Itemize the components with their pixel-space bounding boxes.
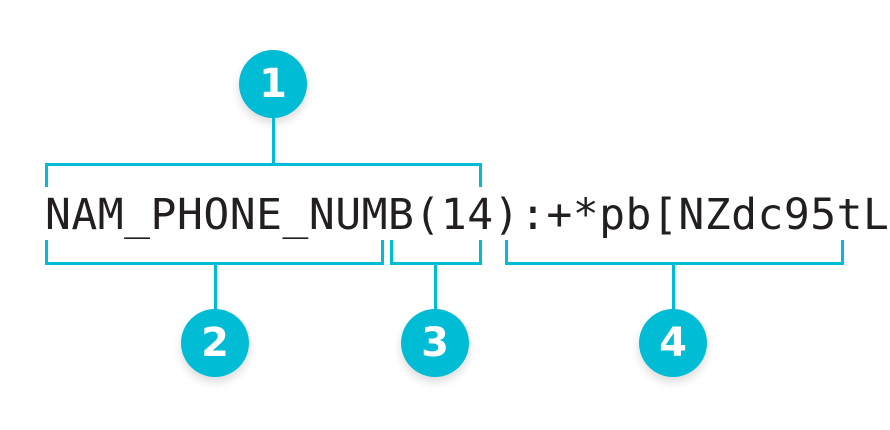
segment-length: (14) [414, 190, 520, 240]
callout-4-stem [672, 262, 675, 311]
callout-3-bracket-tick-left [390, 240, 393, 265]
callout-4-bracket-tick-right [841, 240, 844, 265]
callout-2-stem [214, 262, 217, 311]
callout-badge-1-label: 1 [259, 61, 287, 107]
callout-4-bracket-tick-left [505, 240, 508, 265]
callout-2-bracket-tick-left [45, 240, 48, 265]
annotated-string: NAM_PHONE_NUMB(14):+*pb[NZdc95tLB [45, 184, 890, 246]
callout-badge-3[interactable]: 3 [401, 309, 469, 377]
callout-badge-2-label: 2 [201, 320, 229, 366]
callout-2-bracket-tick-right [381, 240, 384, 265]
callout-badge-3-label: 3 [421, 320, 449, 366]
callout-1-bracket-tick-left [45, 163, 48, 187]
callout-badge-4-label: 4 [659, 320, 687, 366]
callout-badge-1[interactable]: 1 [239, 50, 307, 118]
callout-1-stem [272, 118, 275, 165]
segment-value: :+*pb[NZdc95tLB [520, 190, 890, 240]
callout-3-stem [434, 262, 437, 311]
segment-field-name: NAM_PHONE_NUMB [45, 190, 415, 240]
callout-1-bracket-tick-right [479, 163, 482, 187]
callout-3-bracket-tick-right [479, 240, 482, 265]
callout-1-bracket-bar [45, 163, 482, 166]
callout-badge-4[interactable]: 4 [639, 309, 707, 377]
callout-badge-2[interactable]: 2 [181, 309, 249, 377]
